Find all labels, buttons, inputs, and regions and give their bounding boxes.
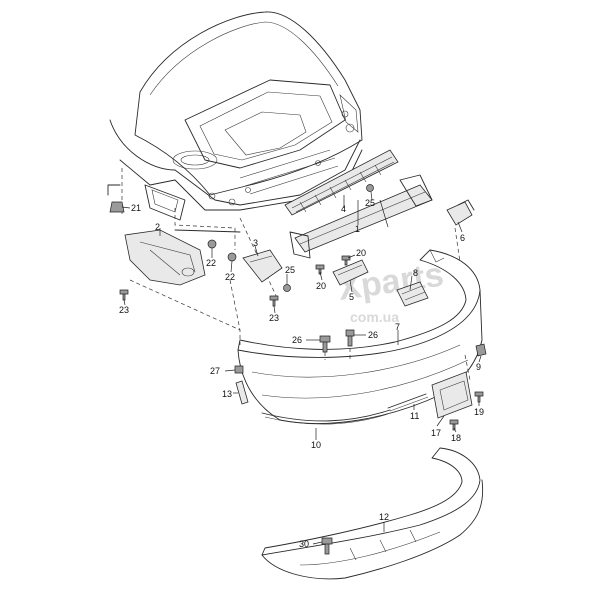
callout-26a: 26 xyxy=(292,335,302,345)
clip-21-icon xyxy=(109,201,125,213)
callout-21: 21 xyxy=(131,203,141,213)
part-3-bracket xyxy=(242,249,283,283)
clip-27-icon xyxy=(234,365,244,374)
callout-8: 8 xyxy=(413,268,418,278)
nut-22b-icon xyxy=(227,252,237,262)
part-17-plate-bracket xyxy=(431,371,473,419)
screw-20-icon xyxy=(341,255,351,266)
callout-6: 6 xyxy=(460,233,465,243)
callout-25b: 25 xyxy=(285,265,295,275)
leader-lines xyxy=(121,191,482,545)
callout-27: 27 xyxy=(210,366,220,376)
callout-30: 30 xyxy=(299,539,309,549)
watermark-domain: com.ua xyxy=(350,309,399,325)
part-1-reinforcement xyxy=(289,174,433,259)
bolt-30-icon xyxy=(321,537,333,555)
callout-13: 13 xyxy=(222,389,232,399)
screw-20b-icon xyxy=(315,264,325,275)
screw-23b-icon xyxy=(269,295,279,307)
callout-22b: 22 xyxy=(225,272,235,282)
callout-17: 17 xyxy=(431,428,441,438)
callout-20a: 20 xyxy=(356,248,366,258)
part-11-strip xyxy=(387,393,429,412)
callout-23a: 23 xyxy=(119,305,129,315)
callout-7: 7 xyxy=(395,322,400,332)
callout-9: 9 xyxy=(476,362,481,372)
car-body-rear xyxy=(107,11,363,233)
callout-labels: 1 2 3 4 5 6 7 8 9 10 11 12 13 17 18 19 2… xyxy=(119,198,484,549)
callout-11: 11 xyxy=(410,411,419,421)
callout-26b: 26 xyxy=(368,330,378,340)
callout-2: 2 xyxy=(155,222,160,232)
clip-9-icon xyxy=(475,343,487,357)
nut-22-icon xyxy=(207,239,217,249)
fasteners xyxy=(109,184,487,555)
callout-22a: 22 xyxy=(206,258,216,268)
callout-18: 18 xyxy=(451,433,461,443)
callout-4: 4 xyxy=(341,204,346,214)
part-12-diffuser xyxy=(261,447,484,580)
part-7-bumper-cover xyxy=(237,249,483,424)
callout-10: 10 xyxy=(311,440,321,450)
callout-3: 3 xyxy=(253,238,258,248)
nut-25b-icon xyxy=(283,284,291,292)
part-8-deflector xyxy=(396,281,429,307)
part-5-reflector xyxy=(332,259,369,286)
part-10-trim xyxy=(261,409,391,425)
screw-23-icon xyxy=(119,289,129,301)
callout-1: 1 xyxy=(355,224,360,234)
screw-19-icon xyxy=(474,391,484,403)
part-13-side-clip xyxy=(235,380,249,405)
part-2-bracket xyxy=(124,229,206,286)
part-4-grille xyxy=(284,149,399,216)
callout-23b: 23 xyxy=(269,313,279,323)
callout-20b: 20 xyxy=(316,281,326,291)
callout-19: 19 xyxy=(474,407,484,417)
part-6-bracket xyxy=(446,199,475,226)
callout-12: 12 xyxy=(379,512,389,522)
callout-5: 5 xyxy=(349,292,354,302)
bolt-26b-icon xyxy=(345,329,355,347)
callout-25a: 25 xyxy=(365,198,375,208)
nut-25-icon xyxy=(366,184,374,192)
